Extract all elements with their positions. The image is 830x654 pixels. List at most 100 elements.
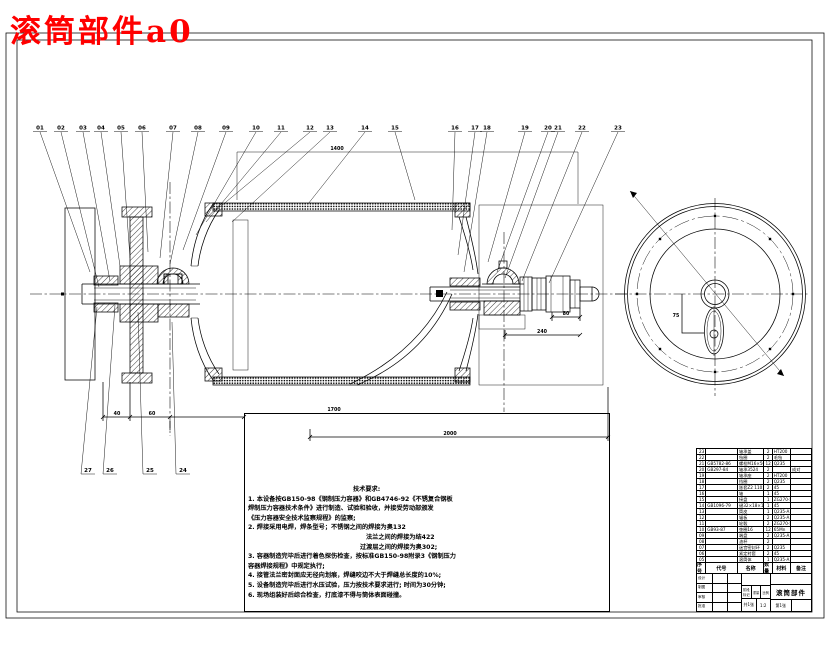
bom-header-code: 代号	[706, 563, 739, 573]
bom-cell-no: 07	[698, 545, 707, 550]
bom-header-no: 序号	[697, 563, 706, 573]
callout-13: 13	[326, 126, 334, 132]
right-flare	[449, 202, 481, 383]
sign-label: 审核	[697, 593, 713, 602]
bom-cell-name: 毡圈	[738, 455, 764, 460]
bom-cell-qty: 1	[764, 509, 773, 514]
bom-cell-rem	[791, 503, 811, 508]
callout-12: 12	[306, 126, 314, 132]
bom-cell-mat: 45	[773, 491, 792, 496]
bom-cell-mat: 45	[773, 503, 792, 508]
callout-20: 20	[544, 126, 552, 132]
bom-cell-name: 垫圈16	[738, 527, 764, 532]
callout-15: 15	[391, 126, 399, 132]
tech-line: 3. 容器制造完毕后进行着色探伤检查，按标准GB150-98附录3《钢制压力	[248, 553, 456, 561]
stage-label: 阶段标记	[742, 586, 752, 598]
bom-cell-mat	[773, 467, 792, 472]
bom-cell-rem	[791, 449, 811, 454]
bom-cell-name: 键32×18×160	[739, 503, 764, 508]
bom-cell-rem	[791, 557, 811, 562]
bom-cell-rem	[791, 497, 811, 502]
inner-web-curve	[349, 291, 453, 386]
bom-cell-no: 13	[698, 509, 707, 514]
bom-cell-mat: 65Mn	[773, 527, 792, 532]
tech-line: 法兰之间的焊接为结422	[366, 533, 435, 541]
top-outline	[236, 151, 579, 204]
bearing-pedestal-outline	[478, 204, 604, 386]
bom-cell-code: GB1096-79	[706, 503, 739, 508]
bom-cell-code	[706, 509, 739, 514]
bom-cell-rem	[791, 539, 811, 544]
sheets-total: 共1张	[742, 599, 757, 611]
bom-cell-no: 14	[698, 503, 707, 508]
bom-cell-no: 10	[698, 527, 707, 532]
bom-cell-mat: HT200	[773, 473, 792, 478]
bom-cell-rem	[791, 551, 811, 556]
bom-cell-qty: 2	[764, 515, 773, 520]
dim-shaft-b: 240	[537, 329, 548, 335]
tech-line: 《压力容器安全技术监察规程》的监察;	[248, 514, 356, 522]
tech-line: 6. 现场组装好后综合检查，打底漆不得与筒体表面碰撞。	[248, 591, 406, 599]
dim-shaft-a: 80	[563, 311, 570, 317]
bom-cell-qty: 1	[764, 491, 773, 496]
bom-cell-no: 22	[698, 455, 707, 460]
bom-cell-no: 12	[698, 515, 707, 520]
bom-header-row: 序号 代号 名称 数量 材料 备注	[697, 563, 811, 574]
bom-cell-code	[706, 455, 739, 460]
bom-cell-rem: 成对	[792, 467, 801, 472]
bom-cell-mat	[773, 539, 792, 544]
bom-cell-no: 16	[698, 491, 707, 496]
bom-cell-qty: 2	[764, 467, 773, 472]
callout-21: 21	[554, 126, 562, 132]
sign-label: 批准	[697, 602, 713, 611]
bom-cell-no: 05	[698, 557, 707, 562]
sheet-no: 第1张	[771, 600, 792, 611]
bom-cell-name: 滚筒体	[738, 557, 764, 562]
bom-cell-code: GB297-84	[706, 467, 739, 472]
bom-header-name: 名称	[738, 563, 765, 573]
dim-mid-length: 1700	[327, 407, 341, 413]
bom-cell-name: 轴	[738, 491, 764, 496]
bom-cell-code	[706, 491, 739, 496]
scale-label: 比例	[762, 590, 769, 595]
bom-cell-rem	[791, 545, 811, 550]
bom-cell-rem	[791, 521, 811, 526]
bom-cell-qty: 2	[764, 473, 773, 478]
bom-cell-rem	[791, 473, 811, 478]
bom-cell-qty: 2	[764, 521, 773, 526]
shaft-left	[81, 283, 200, 305]
callout-17: 17	[471, 126, 479, 132]
callout-19: 19	[521, 126, 529, 132]
callout-04: 04	[97, 126, 105, 132]
callout-05: 05	[117, 126, 125, 132]
bom-cell-mat: Q235-A	[773, 515, 792, 520]
bom-cell-mat: ZG270-500	[773, 497, 792, 502]
bom-cell-name: 胀套Z2 110×185	[739, 485, 764, 490]
weight-label: 重量	[752, 586, 762, 598]
bom-cell-mat: Q235-A	[773, 533, 792, 538]
bom-cell-rem	[791, 461, 811, 466]
bom-cell-rem	[791, 491, 811, 496]
bom-cell-code	[706, 521, 739, 526]
bom-cell-code: GB93-87	[706, 527, 739, 532]
bom-cell-qty: 1	[764, 557, 773, 562]
bom-cell-no: 18	[698, 479, 707, 484]
bom-cell-code	[706, 545, 739, 550]
bolt-marks	[635, 214, 795, 374]
bom-cell-mat: 45	[773, 485, 792, 490]
bom-cell-name: 轴承座	[738, 473, 764, 478]
bom-cell-name: 紧定衬套	[738, 551, 764, 556]
bom-cell-no: 09	[698, 533, 707, 538]
callout-16: 16	[451, 126, 459, 132]
